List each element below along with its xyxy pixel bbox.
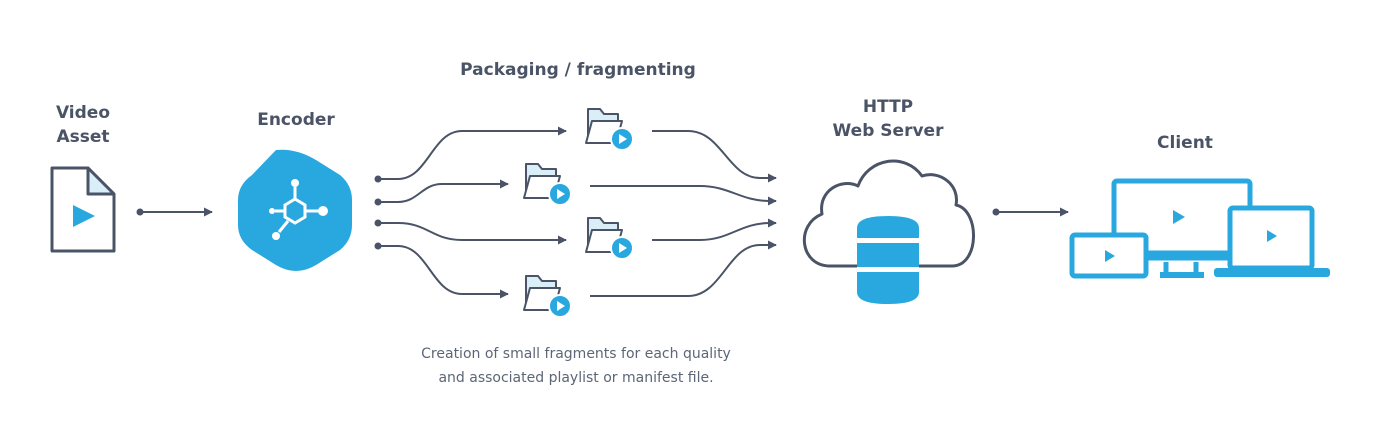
packaging-caption: Creation of small fragments for each qua…	[376, 342, 776, 390]
folder-play-icon	[523, 275, 572, 318]
packaging-label: Packaging / fragmenting	[460, 60, 696, 80]
folder-play-icon	[585, 217, 634, 260]
video-asset-label-line1: Video	[55, 103, 111, 123]
encoder-hexagon-icon	[238, 149, 352, 271]
encoder-output-arrows	[378, 126, 567, 299]
server-label-line2: Web Server	[832, 121, 944, 141]
devices-icon	[1069, 178, 1330, 279]
packaging-caption-line2: and associated playlist or manifest file…	[438, 370, 714, 386]
arrow-server-to-client	[992, 207, 1069, 217]
folder-play-icon	[585, 108, 634, 151]
cloud-database-icon	[802, 159, 975, 304]
encoder-label: Encoder	[257, 110, 335, 130]
file-video-icon	[50, 166, 116, 253]
encoder-output-dots	[374, 175, 382, 250]
server-label-line1: HTTP	[862, 97, 914, 117]
folder-to-server-arrows	[590, 130, 777, 297]
client-label: Client	[1157, 133, 1213, 153]
packaging-caption-line1: Creation of small fragments for each qua…	[421, 346, 731, 362]
folder-play-icon	[523, 163, 572, 206]
video-asset-label-line2: Asset	[56, 127, 110, 147]
video-asset-label: Video Asset	[40, 101, 126, 149]
server-label: HTTP Web Server	[808, 95, 968, 143]
arrow-video-to-encoder	[136, 207, 213, 217]
